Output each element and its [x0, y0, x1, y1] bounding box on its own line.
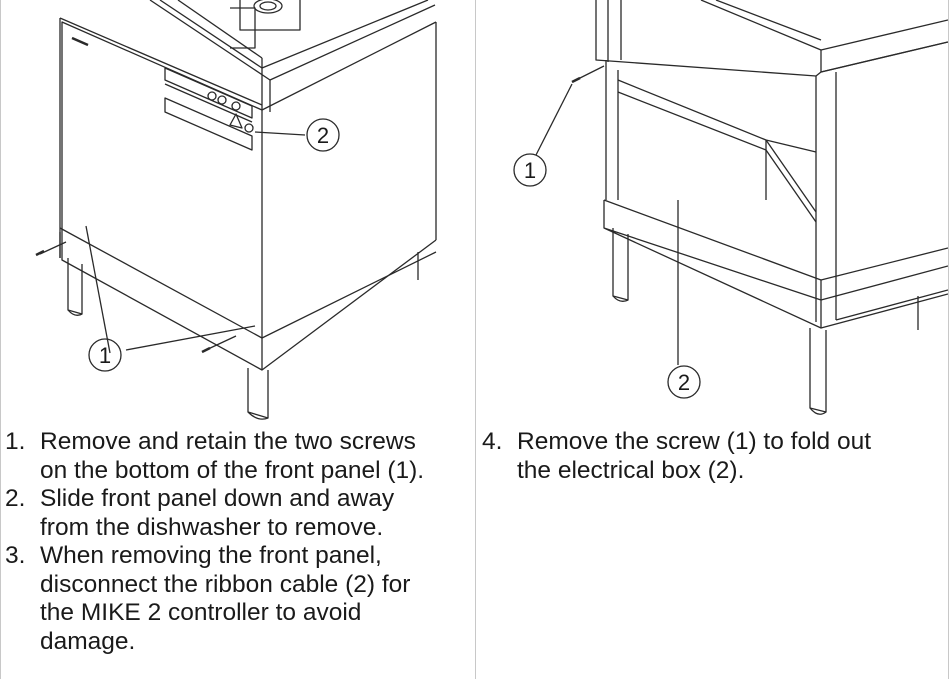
- electrical-box-figure: 1 2: [513, 0, 948, 415]
- step-text-line: the MIKE 2 controller to avoid: [40, 599, 362, 626]
- table-left-border: [0, 0, 1, 679]
- step-text-line: disconnect the ribbon cable (2) for: [40, 570, 411, 598]
- callout-1-label: 1: [99, 343, 111, 368]
- step-text-line: from the dishwasher to remove.: [40, 513, 384, 541]
- list-item: 3. When removing the front panel, discon…: [5, 542, 473, 656]
- step-text-line: Remove the screw (1) to fold out: [517, 428, 872, 455]
- step-text-line: on the bottom of the front panel (1).: [40, 456, 425, 484]
- left-steps-list: 1. Remove and retain the two screws on t…: [5, 428, 473, 656]
- step-number: 2.: [5, 485, 26, 512]
- table-column-divider: [475, 0, 476, 679]
- list-item: 1. Remove and retain the two screws on t…: [5, 428, 473, 485]
- step-number: 1.: [5, 428, 26, 455]
- step-text-line: damage.: [40, 627, 136, 655]
- callout-2-label: 2: [678, 370, 690, 395]
- step-number: 4.: [482, 428, 503, 455]
- callout-1-label: 1: [524, 158, 536, 183]
- callout-2-label: 2: [317, 123, 329, 148]
- right-steps-list: 4. Remove the screw (1) to fold out the …: [482, 428, 944, 485]
- step-text-line: Remove and retain the two screws: [40, 428, 416, 455]
- step-text-line: Slide front panel down and away: [40, 485, 395, 512]
- list-item: 2. Slide front panel down and away from …: [5, 485, 473, 542]
- step-text-line: When removing the front panel,: [40, 542, 382, 569]
- step-text-line: the electrical box (2).: [517, 456, 745, 484]
- table-right-border: [948, 0, 949, 679]
- step-number: 3.: [5, 542, 26, 569]
- front-panel-removal-figure: 1 2: [35, 0, 437, 420]
- list-item: 4. Remove the screw (1) to fold out the …: [482, 428, 944, 485]
